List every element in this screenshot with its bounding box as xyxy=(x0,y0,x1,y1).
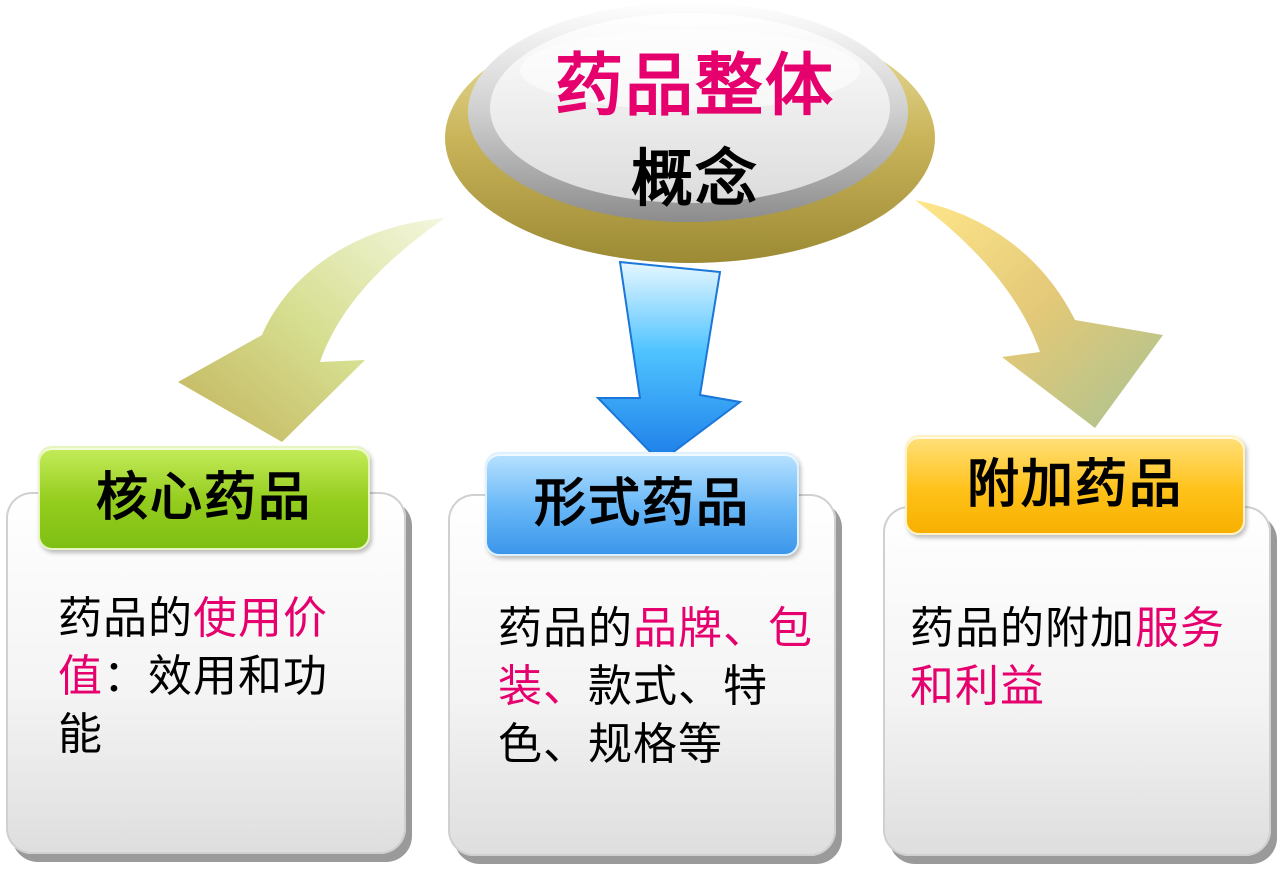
card-extra-text-1: 药品的附加 xyxy=(910,603,1135,654)
card-form-text-1: 药品的 xyxy=(498,603,633,654)
hub-title-line2: 概念 xyxy=(630,142,759,215)
card-extra-drug xyxy=(883,506,1271,856)
card-core-text-1: 药品的 xyxy=(58,593,193,644)
left-arrow-shape xyxy=(178,218,445,442)
card-core-drug xyxy=(6,492,406,854)
card-core-text-highlight: 使用价值 xyxy=(58,593,328,702)
card-form-text-2: 款式、特色、规格等 xyxy=(498,661,768,770)
card-form-text-highlight: 品牌、包装、 xyxy=(498,603,813,712)
right-arrow-shape xyxy=(915,200,1163,428)
card-extra-body: 药品的附加服务和利益 xyxy=(910,600,1230,716)
down-arrow-shape xyxy=(595,260,743,464)
card-core-header: 核心药品 xyxy=(38,446,370,550)
card-extra-text-highlight: 服务和利益 xyxy=(910,603,1225,712)
card-core-body: 药品的使用价值：效用和功能 xyxy=(58,590,368,764)
hub-title-line1: 药品整体 xyxy=(554,46,835,126)
card-form-body: 药品的品牌、包装、款式、特色、规格等 xyxy=(498,600,818,774)
card-core-text-2: ：效用和功能 xyxy=(58,651,328,760)
card-form-header: 形式药品 xyxy=(485,452,799,556)
card-extra-header: 附加药品 xyxy=(905,435,1245,535)
